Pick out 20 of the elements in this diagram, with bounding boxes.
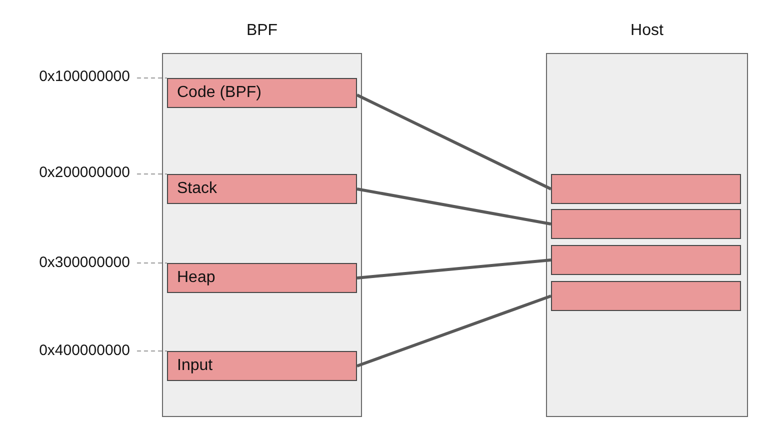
memory-block	[551, 281, 741, 311]
memory-segment-box: Heap	[167, 263, 357, 293]
leader-line	[136, 262, 168, 264]
address-label: 0x100000000	[10, 68, 130, 88]
address-label: 0x300000000	[6, 254, 130, 274]
leader-line	[136, 350, 168, 352]
connector-line	[356, 258, 552, 280]
memory-segment-box: Input	[167, 351, 357, 381]
panel-heading: Host	[630, 22, 664, 40]
address-label: 0x200000000	[6, 164, 130, 184]
connector-line	[356, 188, 552, 226]
connector-line	[356, 294, 552, 368]
memory-block	[551, 174, 741, 204]
memory-block	[551, 209, 741, 239]
connector-line	[356, 94, 552, 190]
panel-heading: BPF	[245, 22, 279, 40]
memory-segment-box: Stack	[167, 174, 357, 204]
memory-block	[551, 245, 741, 275]
address-label: 0x400000000	[6, 342, 130, 362]
memory-segment-box: Code (BPF)	[167, 78, 357, 108]
